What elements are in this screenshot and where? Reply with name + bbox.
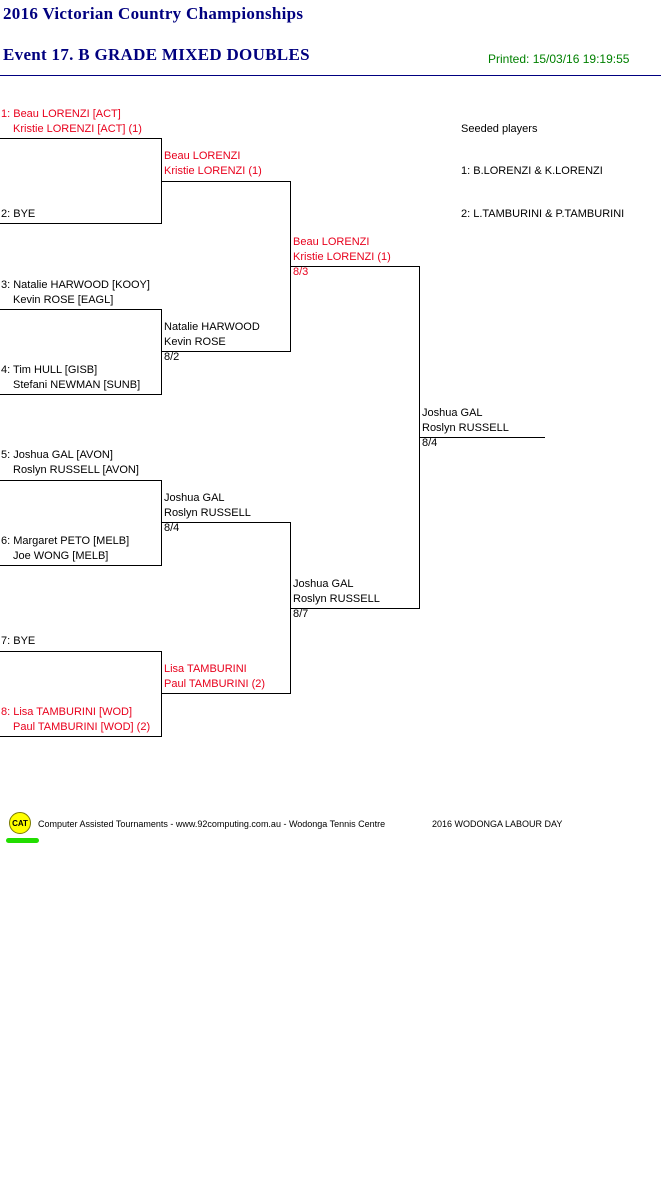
r3-entry-2-line2: Roslyn RUSSELL bbox=[293, 593, 380, 605]
bracket-line bbox=[420, 437, 545, 438]
seeds-title: Seeded players bbox=[461, 123, 538, 135]
winner-score: 8/4 bbox=[422, 437, 438, 449]
bracket-line bbox=[162, 693, 291, 694]
r2-entry-3-line2: Roslyn RUSSELL bbox=[164, 507, 251, 519]
winner-line2: Roslyn RUSSELL bbox=[422, 422, 509, 434]
r1-entry-5-line1: 5: Joshua GAL [AVON] bbox=[1, 449, 113, 461]
header-divider bbox=[0, 75, 661, 76]
bracket-line bbox=[290, 522, 291, 694]
bracket-line bbox=[290, 181, 291, 352]
bracket-line bbox=[291, 608, 420, 609]
r2-entry-3-line1: Joshua GAL bbox=[164, 492, 225, 504]
r3-entry-1-line2: Kristie LORENZI (1) bbox=[293, 251, 391, 263]
printed-timestamp: Printed: 15/03/16 19:19:55 bbox=[488, 52, 630, 66]
r2-entry-4-line1: Lisa TAMBURINI bbox=[164, 663, 247, 675]
championship-title: 2016 Victorian Country Championships bbox=[3, 4, 304, 23]
r3-entry-1-line1: Beau LORENZI bbox=[293, 236, 370, 248]
r1-entry-6-line1: 6: Margaret PETO [MELB] bbox=[1, 535, 130, 547]
r1-entry-1-line2: Kristie LORENZI [ACT] (1) bbox=[13, 123, 142, 135]
r3-entry-2-line1: Joshua GAL bbox=[293, 578, 354, 590]
r1-entry-3-line1: 3: Natalie HARWOOD [KOOY] bbox=[1, 279, 150, 291]
winner-line1: Joshua GAL bbox=[422, 407, 483, 419]
r2-entry-2-line2: Kevin ROSE bbox=[164, 336, 226, 348]
r2-entry-2-score: 8/2 bbox=[164, 351, 180, 363]
r2-entry-4-line2: Paul TAMBURINI (2) bbox=[164, 678, 266, 690]
bracket-line bbox=[161, 138, 162, 224]
footer-tournament: 2016 WODONGA LABOUR DAY bbox=[432, 819, 563, 829]
r1-entry-4-line2: Stefani NEWMAN [SUNB] bbox=[13, 379, 141, 391]
seed-entry: 1: B.LORENZI & K.LORENZI bbox=[461, 165, 603, 177]
r1-entry-2-line1: 2: BYE bbox=[1, 208, 36, 220]
cat-logo-icon: CAT bbox=[9, 812, 31, 834]
bracket-line bbox=[0, 138, 162, 139]
r1-entry-5-line2: Roslyn RUSSELL [AVON] bbox=[13, 464, 139, 476]
bracket-line bbox=[161, 480, 162, 566]
r3-entry-1-score: 8/3 bbox=[293, 266, 309, 278]
bracket-line bbox=[0, 651, 162, 652]
bracket-line bbox=[291, 266, 420, 267]
bracket-line bbox=[0, 480, 162, 481]
r1-entry-1-line1: 1: Beau LORENZI [ACT] bbox=[1, 108, 121, 120]
bracket-line bbox=[162, 351, 291, 352]
r1-entry-8-line1: 8: Lisa TAMBURINI [WOD] bbox=[1, 706, 133, 718]
r1-entry-6-line2: Joe WONG [MELB] bbox=[13, 550, 109, 562]
bracket-line bbox=[0, 736, 162, 737]
event-title: Event 17. B GRADE MIXED DOUBLES bbox=[3, 45, 310, 64]
r2-entry-3-score: 8/4 bbox=[164, 522, 180, 534]
cat-logo-underline bbox=[6, 838, 39, 843]
bracket-line bbox=[419, 266, 420, 609]
footer-credit: Computer Assisted Tournaments - www.92co… bbox=[38, 819, 386, 829]
bracket-line bbox=[161, 651, 162, 737]
bracket-line bbox=[0, 565, 162, 566]
seed-entry: 2: L.TAMBURINI & P.TAMBURINI bbox=[461, 208, 625, 220]
r2-entry-1-line2: Kristie LORENZI (1) bbox=[164, 165, 262, 177]
r3-entry-2-score: 8/7 bbox=[293, 608, 309, 620]
r2-entry-2-line1: Natalie HARWOOD bbox=[164, 321, 260, 333]
bracket-line bbox=[0, 223, 162, 224]
r1-entry-7-line1: 7: BYE bbox=[1, 635, 36, 647]
r1-entry-8-line2: Paul TAMBURINI [WOD] (2) bbox=[13, 721, 151, 733]
bracket-line bbox=[162, 181, 291, 182]
bracket-line bbox=[0, 394, 162, 395]
bracket-line bbox=[161, 309, 162, 395]
r1-entry-4-line1: 4: Tim HULL [GISB] bbox=[1, 364, 98, 376]
bracket-line bbox=[162, 522, 291, 523]
r1-entry-3-line2: Kevin ROSE [EAGL] bbox=[13, 294, 114, 306]
r2-entry-1-line1: Beau LORENZI bbox=[164, 150, 241, 162]
bracket-line bbox=[0, 309, 162, 310]
